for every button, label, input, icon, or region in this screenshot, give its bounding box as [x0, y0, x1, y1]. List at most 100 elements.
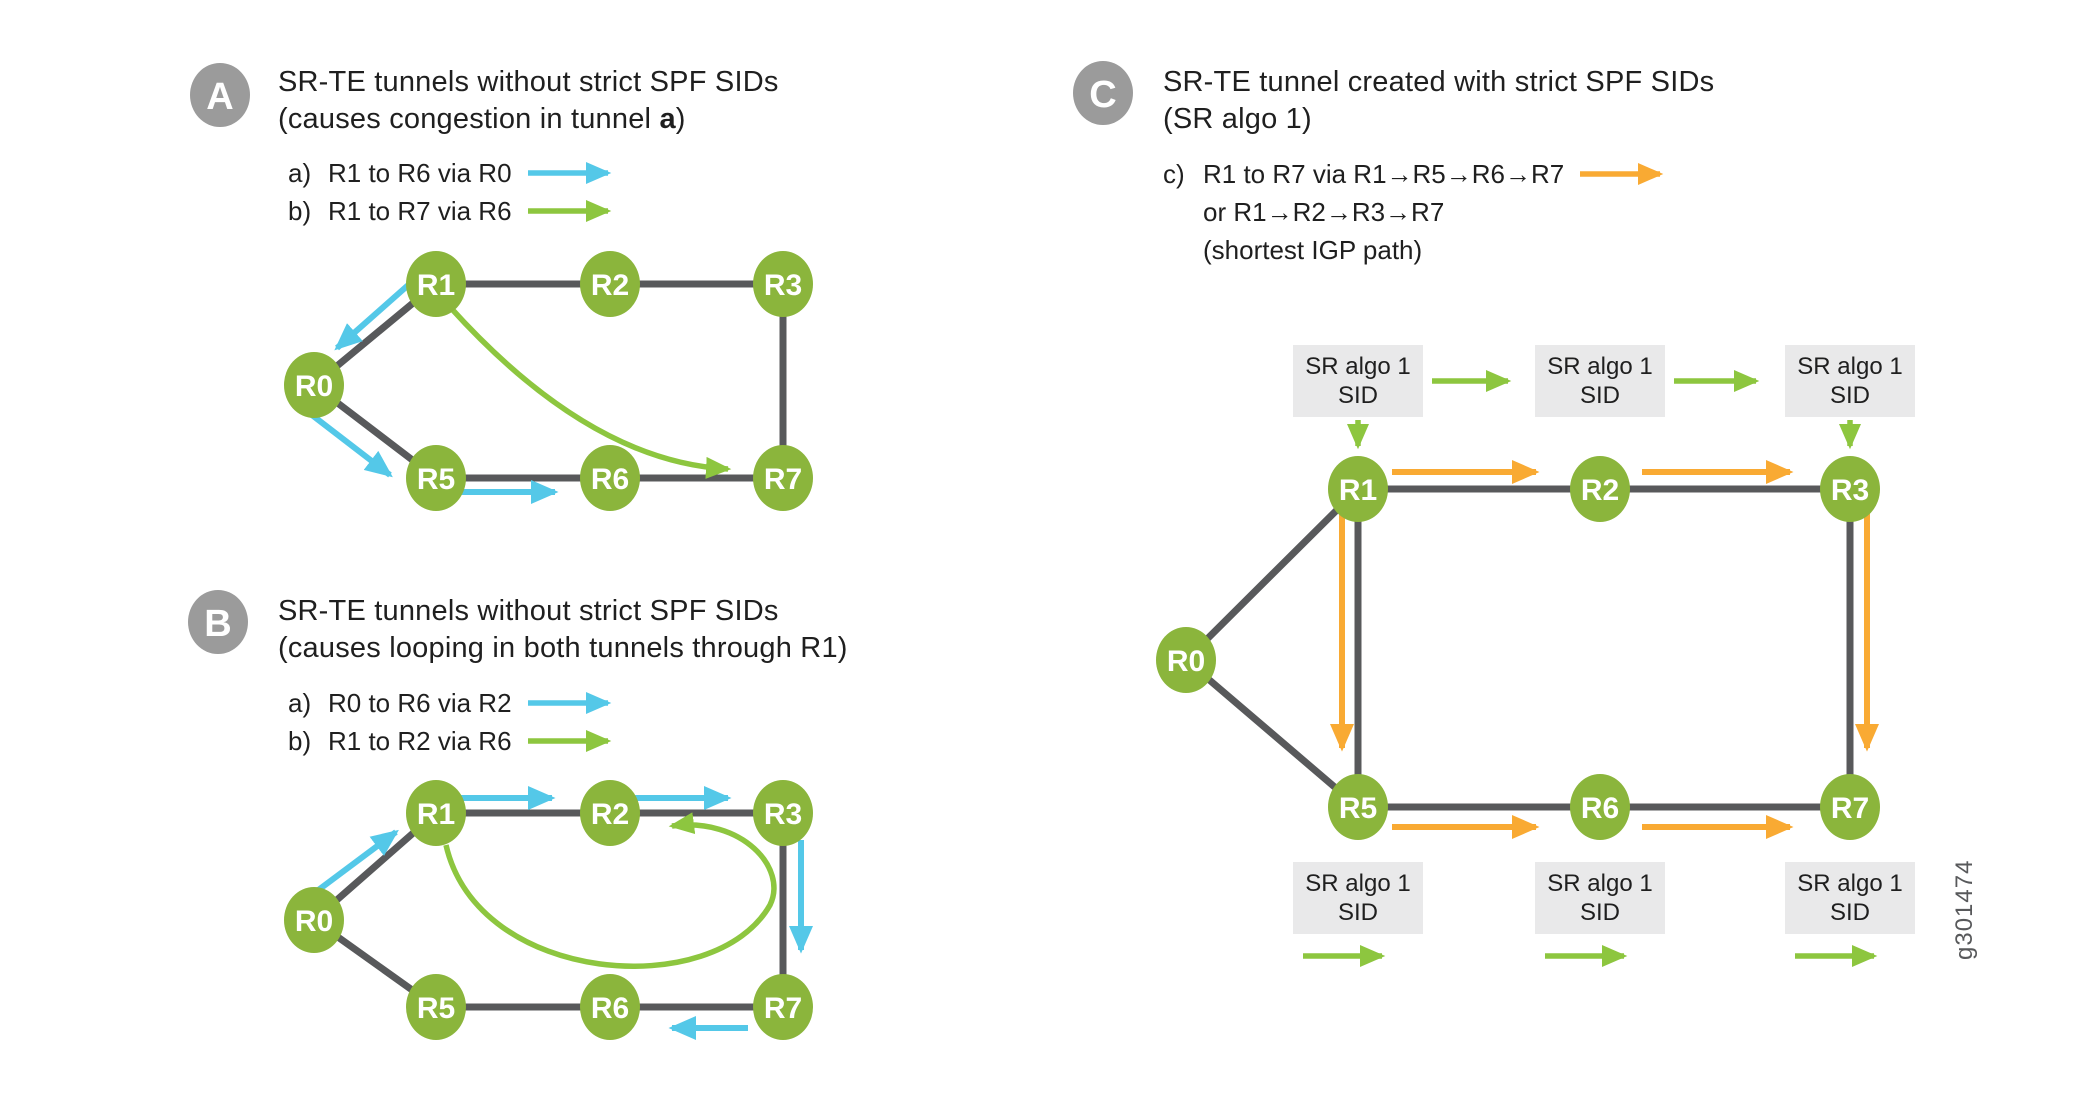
router-node-labels: R1 R2 R3 R0 R5 R6 R7 R1 R2 R3 R0 R5 R6 R…: [295, 269, 1869, 1025]
panel-c-title-line1: SR-TE tunnel created with strict SPF SID…: [1163, 66, 1715, 98]
node-label-a-r0: R0: [295, 370, 333, 403]
legend-arrow-green: [527, 200, 611, 222]
sid-box-label: SR algo 1: [1547, 870, 1652, 897]
badge-c-label: C: [1089, 74, 1116, 116]
sid-box-label: SR algo 1: [1547, 353, 1652, 380]
node-label-a-r5: R5: [417, 463, 455, 496]
node-a-r6: [580, 445, 640, 511]
sid-boxes: [1293, 345, 1915, 934]
node-label-a-r7: R7: [764, 463, 802, 496]
tunnel-a-curve-r1-r7: [447, 305, 732, 479]
sid-box-below-r6: [1535, 862, 1665, 934]
legend-prefix: b): [288, 725, 312, 756]
node-b-r7: [753, 974, 813, 1040]
legend-prefix: a): [288, 687, 312, 718]
green-tunnel-arrows: [443, 305, 777, 969]
sid-box-above-r1: [1293, 345, 1423, 417]
node-c-r2: [1570, 456, 1630, 522]
node-c-r3: [1820, 456, 1880, 522]
panel-a-title: SR-TE tunnels without strict SPF SIDs (c…: [278, 64, 918, 138]
legend-prefix: c): [1163, 158, 1185, 189]
legend-prefix: b): [288, 195, 312, 226]
link-c-r0-r5: [1182, 656, 1362, 811]
node-b-r5: [406, 974, 466, 1040]
node-c-r0: [1156, 627, 1216, 693]
sid-box-labels: SR algo 1 SID SR algo 1 SID SR algo 1 SI…: [1305, 353, 1902, 926]
panel-a-legend-row-a: a) R1 to R6 via R0: [288, 154, 634, 192]
legend-text: R1 to R2 via R6: [328, 725, 512, 756]
sid-box-label: SID: [1830, 382, 1870, 409]
node-c-r1: [1328, 456, 1388, 522]
sid-box-label: SID: [1338, 899, 1378, 926]
sid-box-below-r7: [1785, 862, 1915, 934]
panel-badges: [188, 61, 1133, 654]
node-c-r5: [1328, 774, 1388, 840]
sid-box-label: SR algo 1: [1797, 353, 1902, 380]
node-c-r6: [1570, 774, 1630, 840]
legend-text: (shortest IGP path): [1203, 234, 1423, 265]
router-nodes: [284, 251, 1880, 1040]
panel-c-title: SR-TE tunnel created with strict SPF SID…: [1163, 64, 1843, 138]
node-label-c-r2: R2: [1581, 474, 1619, 507]
node-b-r3: [753, 780, 813, 846]
panel-c-legend: c) R1 to R7 via R1→R5→R6→R7 or R1→R2→R3→…: [1163, 155, 1686, 269]
panel-b-title: SR-TE tunnels without strict SPF SIDs (c…: [278, 593, 938, 667]
legend-arrow-orange: [1580, 163, 1664, 185]
node-label-a-r3: R3: [764, 269, 802, 302]
legend-text: R1 to R7 via R6: [328, 195, 512, 226]
node-label-c-r0: R0: [1167, 645, 1205, 678]
node-a-r0: [284, 352, 344, 418]
legend-text: R1 to R7 via R1→R5→R6→R7: [1203, 158, 1565, 189]
node-b-r1: [406, 780, 466, 846]
blue-tunnel-arrows: [306, 269, 813, 1040]
link-c-r0-r1: [1182, 485, 1362, 664]
panel-a-title-line1: SR-TE tunnels without strict SPF SIDs: [278, 66, 779, 98]
node-label-b-r1: R1: [417, 798, 455, 831]
sid-box-above-r3: [1785, 345, 1915, 417]
tunnel-b-arrow-r0-r1: [307, 829, 399, 900]
badge-a-circle: [190, 63, 250, 127]
panel-b-legend: a) R0 to R6 via R2 b) R1 to R2 via R6: [288, 684, 634, 760]
badge-b-circle: [188, 590, 248, 654]
sid-box-label: SID: [1580, 382, 1620, 409]
node-label-b-r3: R3: [764, 798, 802, 831]
node-label-c-r6: R6: [1581, 792, 1619, 825]
sid-box-label: SID: [1830, 899, 1870, 926]
legend-text: or R1→R2→R3→R7: [1203, 196, 1445, 227]
panel-c-legend-row-1: c) R1 to R7 via R1→R5→R6→R7: [1163, 155, 1686, 193]
node-label-a-r1: R1: [417, 269, 455, 302]
node-label-c-r1: R1: [1339, 474, 1377, 507]
sid-box-label: SR algo 1: [1797, 870, 1902, 897]
legend-prefix: a): [288, 157, 312, 188]
panel-c-title-line2: (SR algo 1): [1163, 103, 1312, 135]
node-label-c-r5: R5: [1339, 792, 1377, 825]
sid-box-label: SID: [1580, 899, 1620, 926]
sid-box-below-r5: [1293, 862, 1423, 934]
figure-id-watermark: g301474: [1951, 860, 1978, 960]
node-b-r6: [580, 974, 640, 1040]
legend-text: R0 to R6 via R2: [328, 687, 512, 718]
node-label-a-r2: R2: [591, 269, 629, 302]
panel-b-title-line2: (causes looping in both tunnels through …: [278, 632, 848, 664]
node-label-b-r2: R2: [591, 798, 629, 831]
legend-arrow-blue: [527, 692, 611, 714]
sid-box-above-r2: [1535, 345, 1665, 417]
panel-a-legend: a) R1 to R6 via R0 b) R1 to R7 via R6: [288, 154, 634, 230]
node-a-r7: [753, 445, 813, 511]
tunnel-b-loop-r1-r2: [443, 812, 777, 969]
panel-c-legend-row-2: or R1→R2→R3→R7: [1163, 193, 1686, 231]
badge-b-label: B: [204, 603, 231, 645]
node-label-b-r5: R5: [417, 992, 455, 1025]
legend-arrow-green: [527, 730, 611, 752]
sid-arrows: [1303, 370, 1878, 967]
panel-b-title-line1: SR-TE tunnels without strict SPF SIDs: [278, 595, 779, 627]
node-b-r2: [580, 780, 640, 846]
badge-a-label: A: [206, 76, 233, 118]
node-b-r0: [284, 887, 344, 953]
node-label-b-r6: R6: [591, 992, 629, 1025]
legend-text: R1 to R6 via R0: [328, 157, 512, 188]
node-a-r5: [406, 445, 466, 511]
sid-box-label: SID: [1338, 382, 1378, 409]
